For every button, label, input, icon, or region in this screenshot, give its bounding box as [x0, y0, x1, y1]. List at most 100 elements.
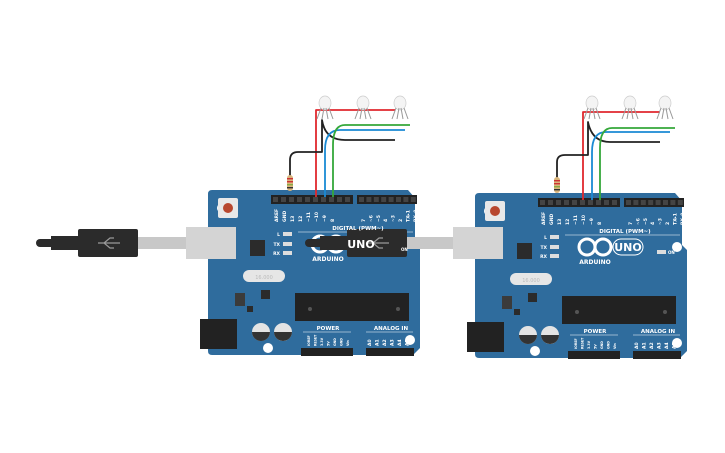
power-header[interactable]	[301, 348, 353, 356]
led-body[interactable]	[585, 95, 599, 111]
cable-strain-relief[interactable]	[320, 236, 350, 250]
analog-header[interactable]	[366, 348, 414, 356]
header-pin[interactable]	[556, 200, 561, 205]
header-pin[interactable]	[580, 200, 585, 205]
header-pin[interactable]	[655, 200, 661, 205]
led-label: L	[544, 235, 547, 241]
resistor-icon[interactable]	[554, 177, 560, 193]
header-pin[interactable]	[612, 200, 617, 205]
header-pin[interactable]	[359, 197, 364, 202]
header-pin[interactable]	[373, 197, 379, 202]
header-pin[interactable]	[626, 200, 631, 205]
header-pin[interactable]	[337, 197, 342, 202]
pin-label: 8	[597, 222, 603, 225]
wire-red-1[interactable]	[315, 109, 395, 197]
analog-header[interactable]	[633, 351, 681, 359]
chip-dot	[396, 307, 400, 311]
rgb-led-icon[interactable]	[621, 95, 639, 120]
usb-cable-2[interactable]	[305, 227, 503, 259]
digital-header-high[interactable]	[271, 195, 353, 204]
header-pin[interactable]	[564, 200, 569, 205]
header-pin[interactable]	[572, 200, 577, 205]
header-pin[interactable]	[596, 200, 601, 205]
header-pin[interactable]	[388, 197, 394, 202]
crystal-label: 16.000	[255, 275, 273, 281]
led-body[interactable]	[623, 95, 637, 111]
reset-button-cap[interactable]	[490, 206, 500, 216]
usb-metal[interactable]	[407, 237, 453, 249]
header-pin[interactable]	[403, 197, 409, 202]
cable-strain-relief[interactable]	[51, 236, 81, 250]
resistor-body[interactable]	[554, 177, 560, 193]
header-pin[interactable]	[345, 197, 350, 202]
header-pin[interactable]	[410, 197, 416, 202]
power-header[interactable]	[568, 351, 620, 359]
led-body[interactable]	[318, 95, 332, 111]
power-label: POWER	[317, 326, 341, 332]
power-pin-label: GND	[340, 338, 344, 346]
digital-header-low[interactable]	[357, 195, 417, 204]
wire-blue-2[interactable]	[591, 131, 670, 200]
resistor-icon[interactable]	[287, 175, 293, 191]
header-pin[interactable]	[540, 200, 545, 205]
usb-b-connector[interactable]	[186, 227, 236, 259]
header-pin[interactable]	[548, 200, 553, 205]
digital-header-high[interactable]	[538, 198, 620, 207]
wire-blue-1[interactable]	[324, 129, 405, 197]
header-pin[interactable]	[273, 197, 278, 202]
rgb-led-icon[interactable]	[354, 95, 372, 120]
pin-label: GND	[549, 214, 555, 225]
rgb-led-icon[interactable]	[316, 95, 334, 120]
digital-header-low[interactable]	[624, 198, 684, 207]
led-body[interactable]	[356, 95, 370, 111]
header-pin[interactable]	[677, 200, 683, 205]
usb-metal[interactable]	[138, 237, 186, 249]
header-pin[interactable]	[297, 197, 302, 202]
pin-label: ~10	[581, 215, 587, 225]
usb-cable-1[interactable]	[36, 227, 236, 259]
header-pin[interactable]	[313, 197, 318, 202]
header-pin[interactable]	[633, 200, 639, 205]
arduino-board[interactable]	[467, 193, 687, 359]
rgb-led-icon[interactable]	[583, 95, 601, 120]
header-pin[interactable]	[640, 200, 646, 205]
resistor-body[interactable]	[287, 175, 293, 191]
wire-red-2[interactable]	[582, 111, 660, 200]
reset-button-cap[interactable]	[223, 203, 233, 213]
header-pin[interactable]	[381, 197, 387, 202]
on-led	[657, 250, 666, 254]
rgb-led-icon[interactable]	[391, 95, 409, 120]
rgb-led-icon[interactable]	[656, 95, 674, 120]
analog-pin-label: A5	[405, 339, 411, 346]
pin-label: 12	[298, 216, 304, 222]
wire-green-1[interactable]	[332, 124, 410, 197]
header-pin[interactable]	[321, 197, 326, 202]
header-pin[interactable]	[588, 200, 593, 205]
wire-black-2[interactable]	[556, 121, 660, 183]
power-jack[interactable]	[200, 319, 237, 349]
led-body[interactable]	[658, 95, 672, 111]
header-pin[interactable]	[281, 197, 286, 202]
header-pin[interactable]	[663, 200, 668, 205]
header-pin[interactable]	[670, 200, 676, 205]
power-jack[interactable]	[467, 322, 504, 352]
header-pin[interactable]	[366, 197, 372, 202]
header-pin[interactable]	[329, 197, 334, 202]
wire-black-1[interactable]	[289, 119, 395, 180]
header-pin[interactable]	[289, 197, 294, 202]
usb-b-connector[interactable]	[453, 227, 503, 259]
header-pin[interactable]	[604, 200, 609, 205]
power-pin-label: Vin	[613, 342, 617, 349]
brand-label: ARDUINO	[312, 256, 343, 263]
header-pin[interactable]	[648, 200, 654, 205]
header-pin[interactable]	[396, 197, 401, 202]
header-pin[interactable]	[305, 197, 310, 202]
capacitor-band	[252, 332, 270, 341]
pin-label: TX▸1	[405, 210, 411, 222]
transistor	[247, 306, 253, 312]
wire-green-2[interactable]	[599, 127, 675, 200]
led-body[interactable]	[393, 95, 407, 111]
power-pin-label: 3.3V	[587, 340, 591, 349]
